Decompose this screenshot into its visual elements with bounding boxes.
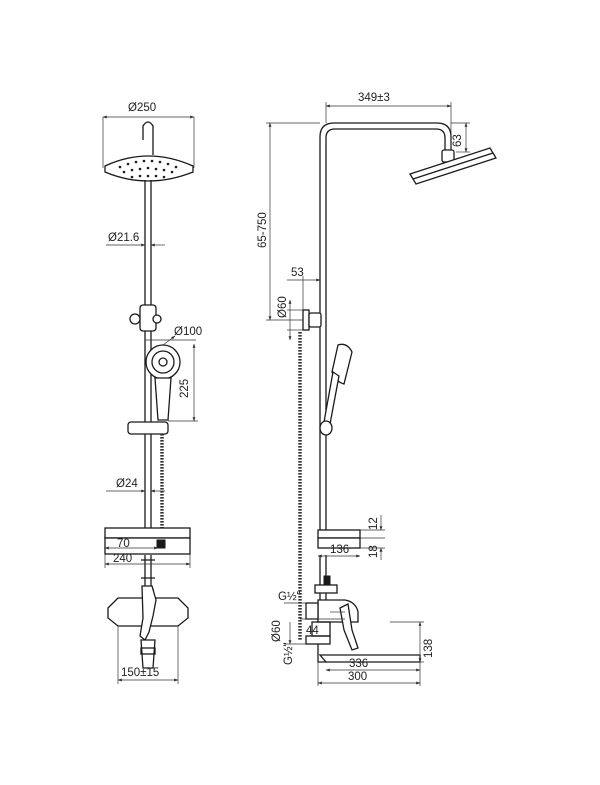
label-head-drop: 63: [452, 134, 464, 147]
front-dim-mixer: [117, 626, 179, 684]
label-shelf-thickness: 12: [368, 517, 380, 530]
front-shelf: [104, 527, 191, 555]
front-mixer: [107, 585, 189, 669]
label-spout-height: 138: [423, 639, 435, 658]
label-mixer-offset: 44: [306, 625, 319, 637]
side-dim-mixer: [284, 602, 345, 645]
side-dim-height: [266, 122, 320, 321]
front-dim-hand-shower: [145, 335, 198, 422]
side-mixer: [305, 575, 421, 663]
side-view: 349±3 63 65-750 53 Ø60: [257, 92, 497, 686]
side-dim-drop: [451, 122, 470, 153]
side-shelf: [317, 529, 361, 549]
side-dim-bracket: [287, 276, 321, 341]
label-shelf-bottom: 18: [368, 545, 380, 558]
label-bracket-offset: 53: [291, 267, 304, 279]
side-riser-arm: [319, 122, 452, 605]
label-pipe-diameter: Ø21.6: [108, 232, 139, 244]
label-arm-reach: 349±3: [358, 92, 390, 104]
front-rain-head: [104, 121, 194, 182]
label-shelf-depth: 70: [117, 538, 130, 550]
side-dim-shelf: [317, 515, 385, 560]
label-lower-pipe-diameter: Ø24: [116, 478, 138, 490]
label-thread-upper: G½": [278, 591, 301, 603]
label-side-shelf-depth: 136: [330, 544, 349, 556]
label-bracket-diameter: Ø60: [277, 296, 289, 318]
side-rain-head: [409, 147, 497, 185]
side-dim-reach: [325, 102, 452, 150]
label-thread-lower: G½": [283, 642, 295, 665]
label-mixer-spacing: 150±15: [121, 667, 159, 679]
front-view: Ø250 Ø21.6 Ø100 225 Ø24 70 240: [102, 102, 202, 684]
front-dim-head: [102, 115, 195, 168]
side-hand-shower: [319, 343, 353, 436]
label-spout-length: 300: [348, 671, 367, 683]
label-hand-shower-length: 225: [179, 379, 191, 398]
side-wall-bracket: [302, 309, 322, 331]
label-head-diameter: Ø250: [128, 102, 156, 114]
front-dim-shelf: [104, 546, 191, 568]
front-wall-bracket: [129, 304, 162, 332]
label-flange-diameter: Ø60: [271, 620, 283, 642]
label-spout-reach: 336: [349, 658, 368, 670]
side-dim-spout: [317, 621, 424, 686]
label-hand-shower-diameter: Ø100: [174, 326, 202, 338]
label-shelf-width: 240: [113, 553, 132, 565]
label-height-adjust: 65-750: [257, 212, 269, 248]
